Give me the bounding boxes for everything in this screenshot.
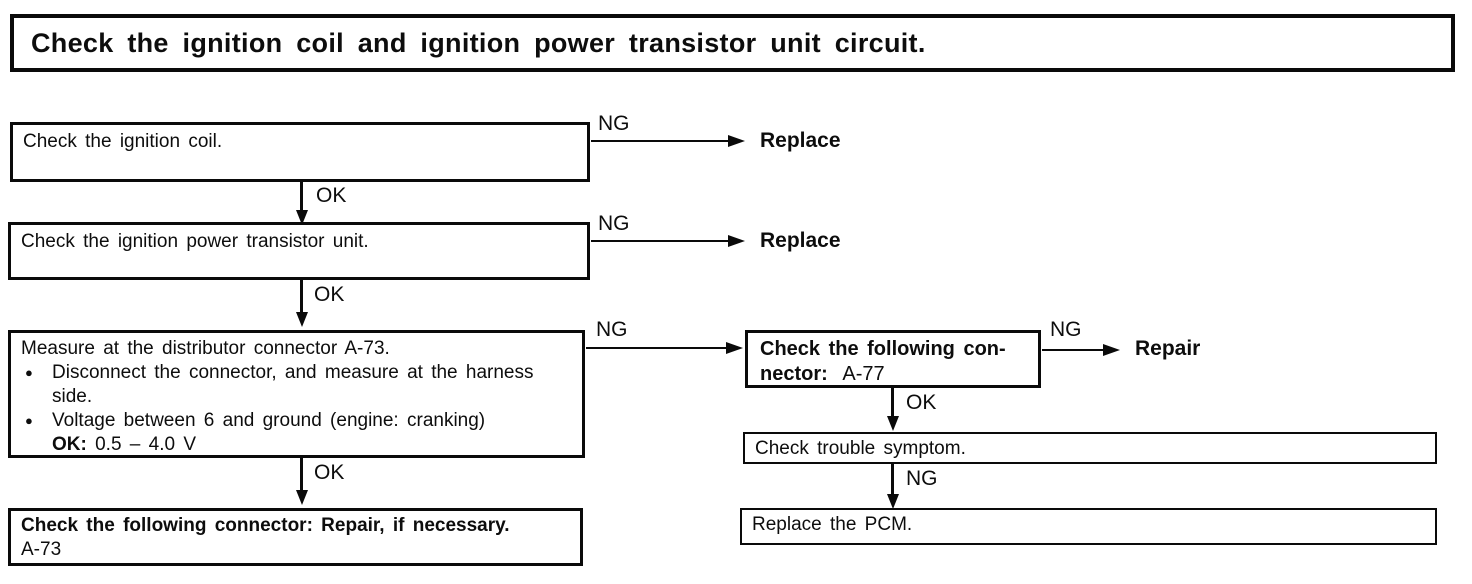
step-replace-pcm: Replace the PCM.: [740, 508, 1437, 545]
repair-label: Repair: [1135, 337, 1201, 360]
measure-bullet-row-2: ● Voltage between 6 and ground (engine: …: [21, 409, 572, 433]
step-check-ignition-coil: Check the ignition coil.: [10, 122, 590, 182]
connector-a77-label: nector:: [760, 363, 828, 385]
ok-label-3: OK: [314, 461, 345, 484]
ok-arrow-line-1: [300, 182, 303, 212]
down-arrow-icon-4: [887, 416, 899, 431]
ok-spec-value: 0.5 – 4.0 V: [95, 434, 197, 455]
ok-label-1: OK: [316, 184, 347, 207]
step-check-connector-a77: Check the following con- nector: A-77: [745, 330, 1041, 388]
right-arrow-icon-1: [728, 135, 745, 147]
step-measure-distributor: Measure at the distributor connector A-7…: [8, 330, 585, 458]
ng-arrow-line-3: [586, 347, 726, 349]
bullet-icon: ●: [25, 413, 33, 428]
measure-bullet-row-1: ● Disconnect the connector, and measure …: [21, 361, 572, 409]
down-arrow-icon-3: [296, 490, 308, 505]
ok-spec-label: OK:: [52, 434, 87, 455]
ok-label-2: OK: [314, 283, 345, 306]
replace-pcm-text: Replace the PCM.: [752, 514, 913, 535]
measure-bullet-2-text: Voltage between 6 and ground (engine: cr…: [52, 410, 486, 431]
ng-label-3: NG: [596, 318, 628, 341]
page-title: Check the ignition coil and ignition pow…: [31, 27, 926, 58]
replace-label-2: Replace: [760, 229, 841, 252]
ok-label-4: OK: [906, 391, 937, 414]
step-check-trouble-symptom: Check trouble symptom.: [743, 432, 1437, 464]
title-box: Check the ignition coil and ignition pow…: [10, 14, 1455, 72]
connector-a73-value: A-73: [21, 539, 62, 560]
right-arrow-icon-4: [1103, 344, 1120, 356]
ok-arrow-line-4: [891, 388, 894, 418]
connector-a77-line2: nector: A-77: [760, 362, 1028, 387]
ng-arrow-line-5: [891, 464, 894, 496]
ng-label-2: NG: [598, 212, 630, 235]
ok-arrow-line-3: [300, 458, 303, 492]
ng-label-5: NG: [906, 467, 938, 490]
step-check-power-transistor-text: Check the ignition power transistor unit…: [21, 231, 369, 252]
connector-a73-text: Check the following connector: Repair, i…: [21, 515, 510, 536]
ng-label-4: NG: [1050, 318, 1082, 341]
ok-spec-line: OK: 0.5 – 4.0 V: [52, 433, 572, 457]
right-arrow-icon-3: [726, 342, 743, 354]
ng-arrow-line-4: [1042, 349, 1104, 351]
step-check-connector-a73: Check the following connector: Repair, i…: [8, 508, 583, 566]
down-arrow-icon-1: [296, 210, 308, 225]
measure-bullet-1-text: Disconnect the connector, and measure at…: [52, 362, 534, 407]
right-arrow-icon-2: [728, 235, 745, 247]
ng-arrow-line-2: [591, 240, 731, 242]
measure-distributor-title: Measure at the distributor connector A-7…: [21, 338, 390, 359]
connector-a77-value: A-77: [842, 363, 885, 385]
ng-label-1: NG: [598, 112, 630, 135]
bullet-icon: ●: [25, 365, 33, 380]
step-check-power-transistor: Check the ignition power transistor unit…: [8, 222, 590, 280]
replace-label-1: Replace: [760, 129, 841, 152]
ok-arrow-line-2: [300, 280, 303, 314]
check-trouble-symptom-text: Check trouble symptom.: [755, 438, 966, 459]
step-check-ignition-coil-text: Check the ignition coil.: [23, 131, 223, 152]
ng-arrow-line-1: [591, 140, 731, 142]
connector-a77-line1: Check the following con-: [760, 338, 1006, 360]
down-arrow-icon-2: [296, 312, 308, 327]
down-arrow-icon-5: [887, 494, 899, 509]
